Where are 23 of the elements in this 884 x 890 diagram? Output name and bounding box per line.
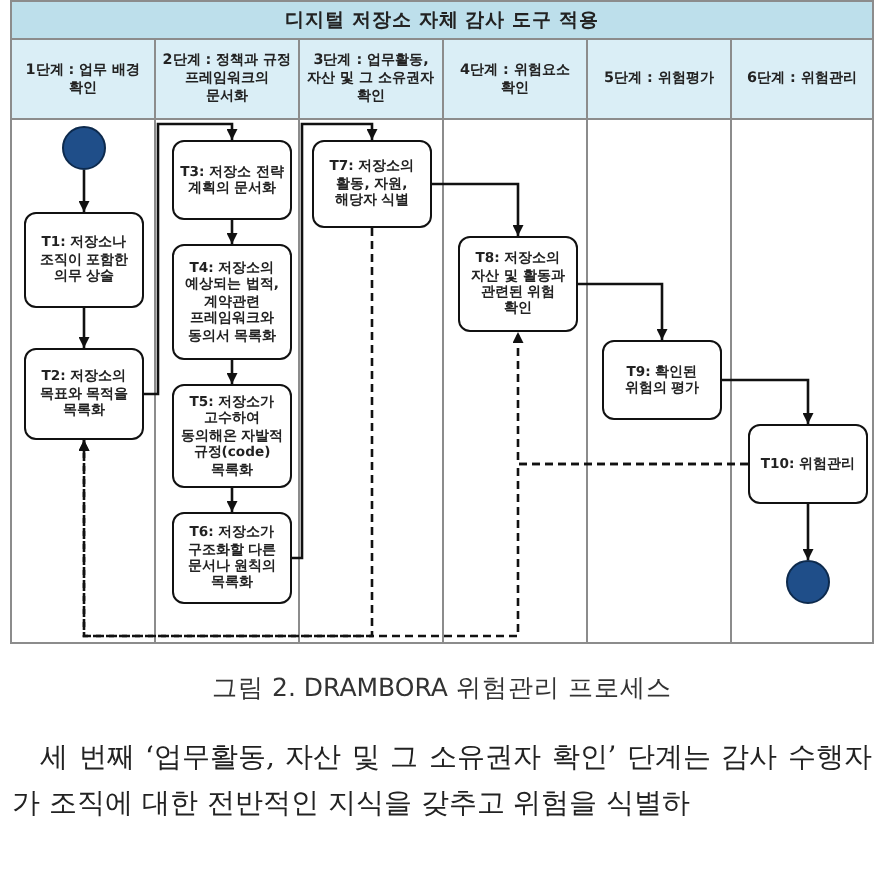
swimlane	[154, 38, 300, 644]
dashed-arrow	[78, 228, 374, 638]
arrow	[226, 488, 238, 512]
arrow	[78, 308, 90, 348]
figure-caption: 그림 2. DRAMBORA 위험관리 프로세스	[210, 672, 674, 706]
filled-circle	[62, 126, 106, 170]
swimlane	[730, 38, 874, 644]
arrow	[144, 122, 238, 396]
title-banner: 디지털 저장소 자체 감사 도구 적용	[10, 0, 874, 40]
arrow	[578, 282, 668, 340]
swimlane	[442, 38, 588, 644]
arrow	[292, 122, 378, 560]
body-paragraph: 세 번째 ‘업무활동, 자산 및 그 소유권자 확인’ 단계는 감사 수행자가 조직에 대한 전반적인 지식을 갖추고 위험을 식별하	[12, 740, 872, 825]
arrow	[432, 182, 524, 236]
swimlane	[586, 38, 732, 644]
arrow	[78, 170, 90, 212]
filled-circle	[786, 560, 830, 604]
arrow	[226, 220, 238, 244]
swimlane	[298, 38, 444, 644]
arrow	[722, 378, 814, 424]
arrow	[226, 360, 238, 384]
swimlane	[10, 38, 156, 644]
arrow	[802, 504, 814, 560]
